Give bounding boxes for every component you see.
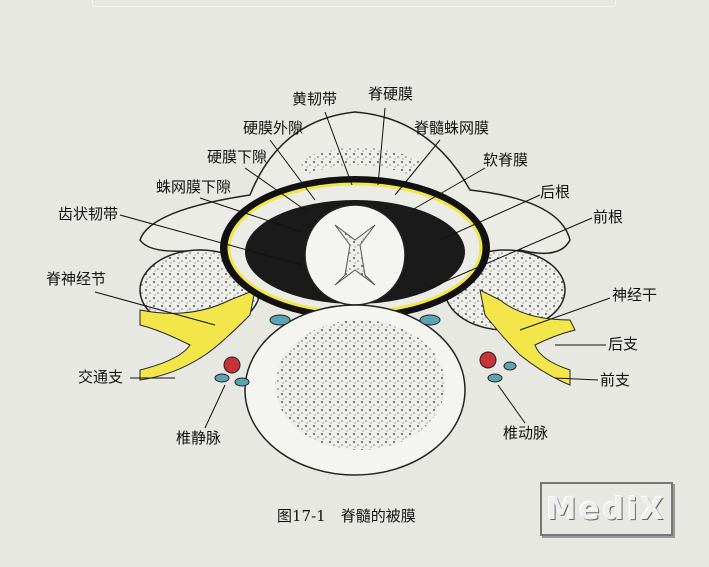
leader-lines (94, 107, 611, 429)
label-ligamentum-flavum: 黄韧带 (292, 90, 338, 108)
vertebral-body-cancellous (275, 320, 445, 450)
label-epidural-space: 硬膜外隙 (243, 119, 304, 137)
label-vertebral-artery: 椎动脉 (503, 424, 549, 442)
label-posterior-root: 后根 (540, 183, 571, 201)
label-arachnoid: 脊髓蛛网膜 (414, 119, 490, 137)
label-subdural-space: 硬膜下隙 (207, 148, 268, 166)
lamina-speckle (300, 147, 420, 175)
spinal-nerve-left (139, 289, 256, 381)
label-anterior-root: 前根 (593, 208, 624, 226)
gray-matter (334, 224, 376, 286)
vertebral-vessels-left (214, 356, 250, 387)
label-spinal-ganglion: 脊神经节 (46, 270, 107, 288)
label-denticulate-ligament: 齿状韧带 (58, 205, 119, 223)
label-vertebral-vein: 椎静脉 (176, 429, 222, 447)
label-subarachnoid-space: 蛛网膜下隙 (156, 178, 232, 196)
label-posterior-branch: 后支 (608, 335, 639, 353)
label-spinal-dura: 脊硬膜 (368, 85, 414, 103)
top-frame-edge (92, 0, 616, 7)
label-nerve-trunk: 神经干 (612, 286, 658, 304)
label-communicating-branch: 交通支 (78, 368, 124, 386)
label-anterior-branch: 前支 (600, 371, 631, 389)
spinal-nerve-right (479, 289, 576, 386)
figure-caption: 图17-1 脊髓的被膜 (277, 507, 416, 525)
label-pia-mater: 软脊膜 (483, 151, 529, 169)
watermark-logo: MediX (540, 482, 673, 536)
vertebral-vessels-right (479, 351, 517, 383)
